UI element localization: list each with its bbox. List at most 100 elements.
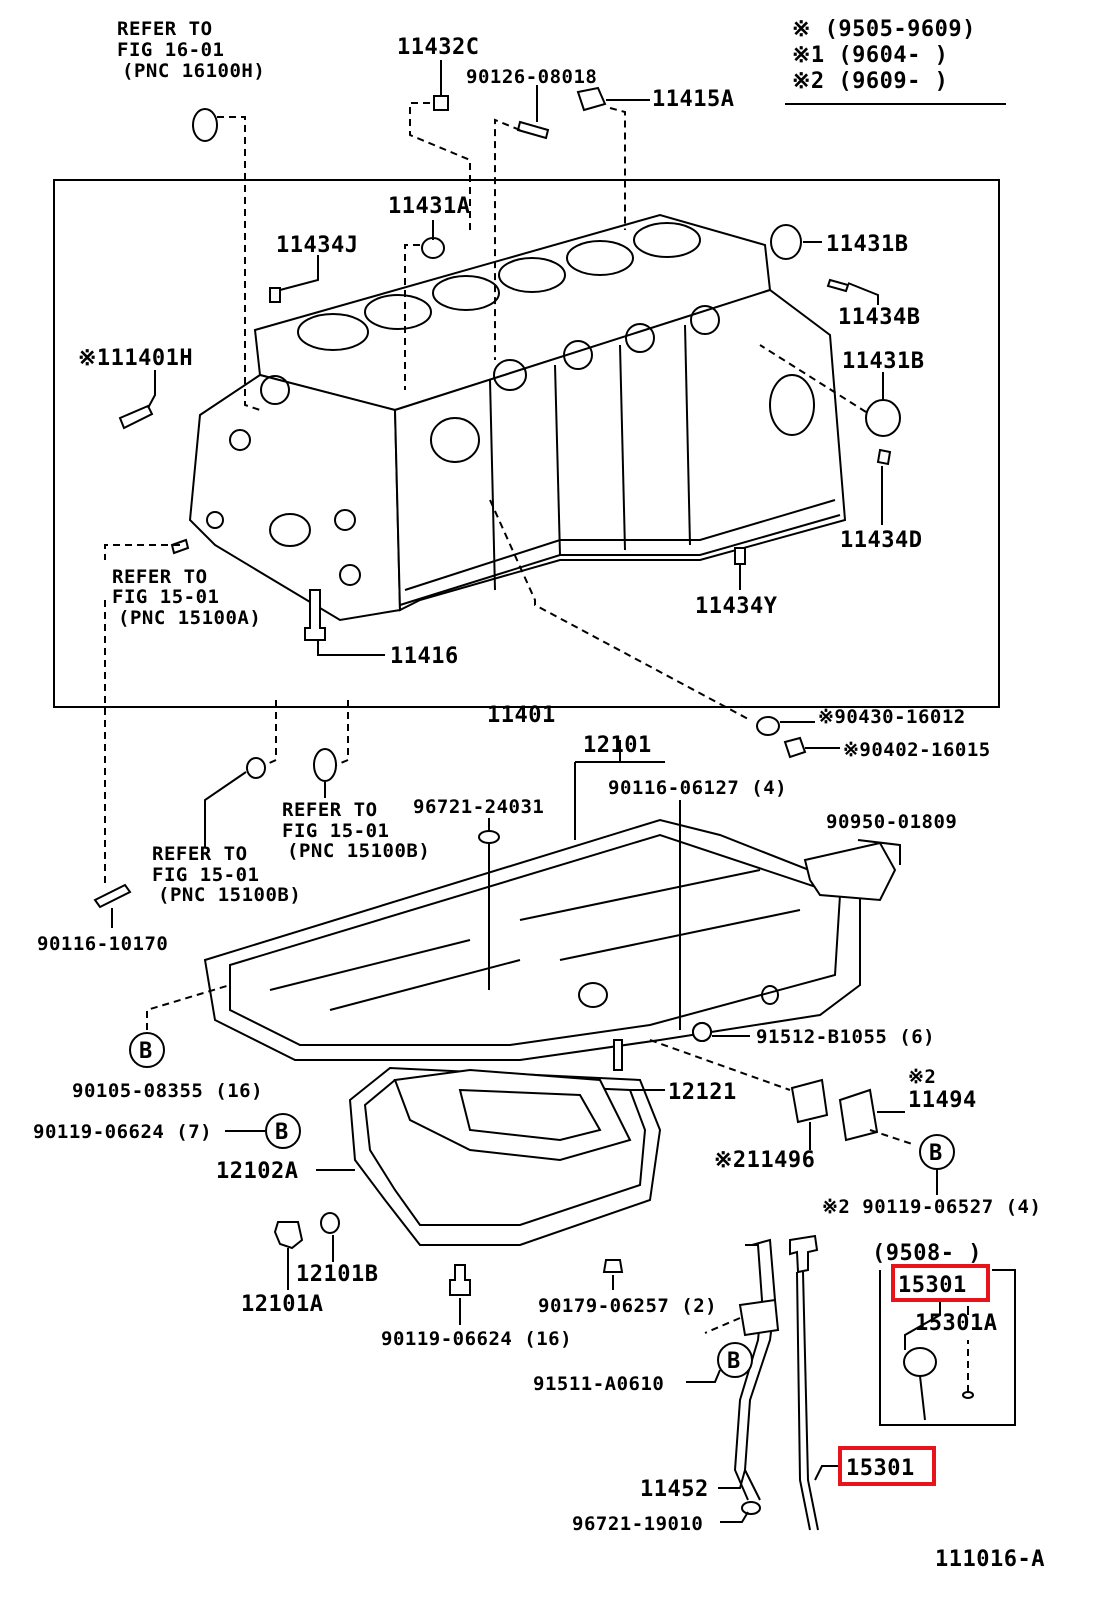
label-11401[interactable]: 11401 [487, 703, 556, 728]
label-12101B[interactable]: 12101B [296, 1262, 378, 1287]
label-12101[interactable]: 12101 [583, 733, 652, 758]
label-90119-06527[interactable]: ※2 90119-06527 (4) [822, 1196, 1041, 1218]
label-15301-bottom[interactable]: 15301 [846, 1456, 915, 1481]
label-11434J[interactable]: 11434J [276, 233, 358, 258]
label-11452[interactable]: 11452 [640, 1477, 709, 1502]
label-11434Y[interactable]: 11434Y [695, 594, 778, 619]
label-11415A[interactable]: 11415A [652, 87, 734, 112]
b-callout-3[interactable] [919, 1134, 955, 1170]
plug-11431B-mid[interactable] [865, 399, 901, 437]
label-11431A[interactable]: 11431A [388, 194, 470, 219]
oring-15100B-2[interactable] [313, 748, 337, 782]
clip-15301A[interactable] [962, 1391, 974, 1399]
sensor-11415A[interactable] [576, 86, 607, 112]
oring-15100B-1[interactable] [246, 757, 266, 779]
dipstick-15301[interactable] [789, 1234, 819, 1531]
pin-11434D[interactable] [876, 448, 892, 466]
label-11431B-top[interactable]: 11431B [826, 232, 908, 257]
label-96721-19010[interactable]: 96721-19010 [572, 1513, 703, 1535]
b-callouts: B B B B [129, 1022, 955, 1378]
bolt-90119-06624-16[interactable] [449, 1264, 471, 1296]
pin-11434J[interactable] [269, 287, 281, 303]
b-callout-1[interactable] [129, 1032, 165, 1068]
cylinder-bore-6 [633, 222, 701, 258]
leader-11434B [847, 282, 879, 305]
label-90402-16015[interactable]: ※90402-16015 [843, 739, 991, 761]
dash-11431B-mid [759, 344, 867, 413]
label-11432C[interactable]: 11432C [397, 35, 479, 60]
dash-211496 [649, 1039, 791, 1091]
label-90105-08355[interactable]: 90105-08355 (16) [72, 1080, 263, 1102]
dipstick-guide-11452[interactable] [733, 1238, 780, 1515]
highlight-15301-inset [891, 1264, 990, 1302]
gasket-12101B[interactable] [320, 1212, 340, 1234]
oil-pan-upper-12101[interactable] [203, 818, 861, 1061]
label-111401H[interactable]: ※111401H [78, 346, 193, 371]
dash-11432C [409, 102, 471, 230]
label-90126-08018[interactable]: 90126-08018 [466, 66, 597, 88]
dash-B-90105 [146, 984, 231, 1030]
pin-11434Y[interactable] [734, 547, 746, 565]
dipstick-ring-15301[interactable] [903, 1347, 937, 1377]
oil-pan-lower-12102A[interactable] [348, 1066, 662, 1246]
label-15301A[interactable]: 15301A [915, 1311, 997, 1336]
cylinder-block-illustration[interactable] [188, 213, 847, 622]
b-callout-2[interactable] [265, 1113, 301, 1149]
label-90430-16012[interactable]: ※90430-16012 [818, 706, 966, 728]
gasket-96721-24031[interactable] [478, 830, 500, 844]
oring-96721-19010[interactable] [741, 1501, 761, 1515]
label-11434B[interactable]: 11434B [838, 305, 920, 330]
seal-16100H[interactable] [192, 108, 218, 142]
label-211496[interactable]: ※211496 [714, 1148, 815, 1173]
leader-15301-inset [904, 1300, 941, 1350]
b-callout-4[interactable] [717, 1342, 753, 1378]
stud-90126-08018[interactable] [516, 120, 550, 140]
leader-15301-bottom [814, 1465, 838, 1481]
front-hole-4 [206, 511, 224, 529]
label-90950-01809[interactable]: 90950-01809 [826, 811, 957, 833]
label-90116-10170[interactable]: 90116-10170 [37, 933, 168, 955]
label-96721-24031[interactable]: 96721-24031 [413, 796, 544, 818]
drain-plug-12101A[interactable] [273, 1221, 304, 1250]
washer-90430-16012[interactable] [756, 716, 780, 736]
pin-11434B[interactable] [826, 278, 850, 293]
label-91511-A0610[interactable]: 91511-A0610 [533, 1373, 664, 1395]
legend-row-0: ※ (9505-9609) [792, 17, 976, 42]
label-15301-inset[interactable]: 15301 [898, 1273, 967, 1298]
bolt-11416[interactable] [304, 589, 326, 641]
rear-boss [769, 374, 815, 436]
leader-111401H [147, 370, 156, 409]
label-12102A[interactable]: 12102A [216, 1159, 298, 1184]
seal-90950-01809[interactable] [803, 841, 897, 902]
plug-11431A[interactable] [421, 237, 445, 259]
plug-90402-16015[interactable] [783, 736, 807, 759]
stud-upper-pan[interactable] [613, 1039, 623, 1071]
label-11416[interactable]: 11416 [390, 644, 459, 669]
side-boss-1 [430, 417, 480, 463]
legend-row-2: ※2 (9609- ) [792, 69, 948, 94]
leader-15100B-1 [204, 771, 247, 848]
guide-tube-inner [733, 1244, 764, 1501]
nut-90179-06257[interactable] [602, 1259, 624, 1273]
plug-11431B-top[interactable] [770, 224, 802, 260]
label-90179-06257[interactable]: 90179-06257 (2) [538, 1295, 717, 1317]
pan-leaders [104, 600, 938, 1325]
refer-16-line1: REFER TO [117, 18, 213, 40]
label-11431B-mid[interactable]: 11431B [842, 349, 924, 374]
label-90119-06624-7[interactable]: 90119-06624 (7) [33, 1121, 212, 1143]
label-12101A[interactable]: 12101A [241, 1292, 323, 1317]
pin-15100A[interactable] [170, 538, 190, 555]
label-90119-06624-16[interactable]: 90119-06624 (16) [381, 1328, 572, 1350]
oil-pan-upper-hole [761, 985, 779, 1005]
cover-11494[interactable] [838, 1088, 879, 1142]
label-11434D[interactable]: 11434D [840, 528, 922, 553]
label-11494[interactable]: 11494 [908, 1088, 977, 1113]
plug-11432C[interactable] [433, 95, 449, 111]
stud-90116-10170[interactable] [93, 883, 132, 909]
label-12121[interactable]: 12121 [668, 1080, 737, 1105]
label-91512-B1055[interactable]: 91512-B1055 (6) [756, 1026, 935, 1048]
gasket-211496[interactable] [790, 1078, 829, 1124]
part-labels: REFER TO FIG 16-01 (PNC 16100H) 11432C 9… [33, 18, 1044, 1572]
label-90116-06127[interactable]: 90116-06127 (4) [608, 777, 787, 799]
bolt-111401H[interactable] [118, 404, 154, 430]
